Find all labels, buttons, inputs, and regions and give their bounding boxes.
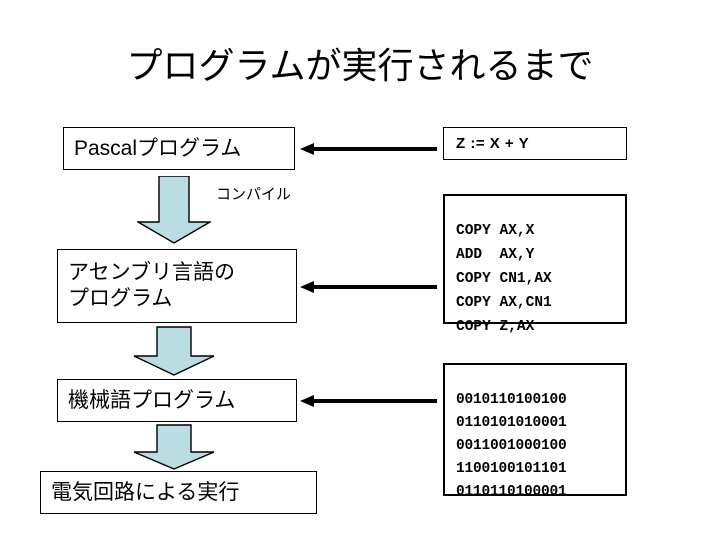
stage-box-assembly: アセンブリ言語の プログラム [57, 249, 297, 323]
stage-label-execution: 電気回路による実行 [51, 480, 240, 504]
left-arrow-machine-icon [300, 392, 438, 410]
left-arrow-assembly-icon [300, 278, 438, 296]
stage-box-pascal: Pascalプログラム [63, 127, 295, 170]
stage-box-machine: 機械語プログラム [57, 379, 297, 422]
code-box-pascal: Z := X + Y [443, 127, 627, 160]
code-text-pascal: Z := X + Y [456, 135, 530, 152]
page-title: プログラムが実行されるまで [126, 45, 594, 86]
down-arrow-assemble-icon [133, 326, 215, 376]
down-arrow-execute-icon [133, 424, 215, 470]
transition-label-compile: コンパイル [216, 186, 292, 203]
code-text-assembly: COPY AX,X ADD AX,Y COPY CN1,AX COPY AX,C… [456, 222, 552, 335]
stage-label-assembly: アセンブリ言語の プログラム [58, 260, 296, 312]
left-arrow-pascal-icon [300, 140, 438, 158]
stage-label-machine: 機械語プログラム [68, 388, 236, 412]
down-arrow-compile-icon [135, 175, 213, 244]
stage-box-execution: 電気回路による実行 [40, 471, 317, 514]
code-box-machine: 0010110100100 0110101010001 001100100010… [443, 363, 627, 500]
stage-label-pascal: Pascalプログラム [74, 136, 242, 160]
code-box-assembly: COPY AX,X ADD AX,Y COPY CN1,AX COPY AX,C… [443, 194, 627, 335]
stage-label-assembly-line2: プログラム [68, 287, 173, 310]
stage-label-assembly-line1: アセンブリ言語の [68, 261, 235, 284]
code-text-machine: 0010110100100 0110101010001 001100100010… [456, 391, 567, 500]
